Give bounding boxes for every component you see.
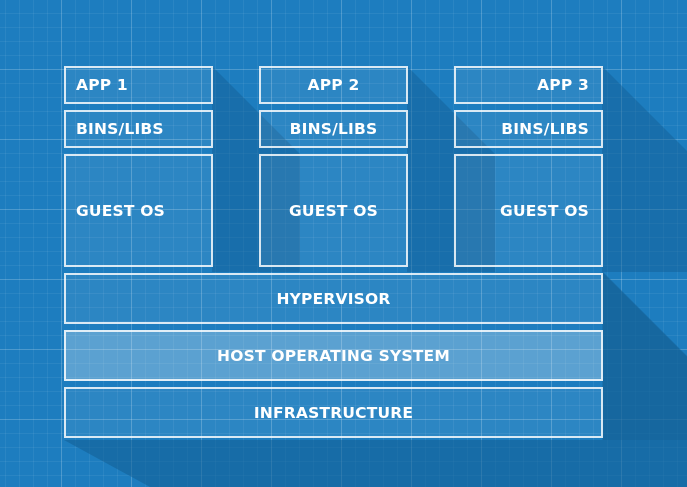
guest-os-1-label: GUEST OS (76, 201, 165, 220)
app-3-label: APP 3 (537, 76, 589, 94)
infrastructure-label: INFRASTRUCTURE (253, 403, 414, 422)
bins-libs-1-label: BINS/LIBS (76, 120, 164, 138)
guest-os-2-box: GUEST OS (259, 154, 408, 267)
guest-os-2-label: GUEST OS (289, 201, 378, 220)
bins-libs-1-box: BINS/LIBS (64, 110, 213, 148)
infrastructure-layer: INFRASTRUCTURE (64, 387, 603, 438)
host-os-label: HOST OPERATING SYSTEM (217, 346, 450, 365)
hypervisor-label: HYPERVISOR (276, 289, 391, 308)
bins-libs-2-box: BINS/LIBS (259, 110, 408, 148)
app-1-box: APP 1 (64, 66, 213, 104)
guest-os-3-box: GUEST OS (454, 154, 603, 267)
app-3-box: APP 3 (454, 66, 603, 104)
app-2-label: APP 2 (307, 76, 360, 94)
app-2-box: APP 2 (259, 66, 408, 104)
guest-os-1-box: GUEST OS (64, 154, 213, 267)
bins-libs-2-label: BINS/LIBS (289, 120, 378, 138)
bins-libs-3-label: BINS/LIBS (501, 120, 589, 138)
guest-os-3-label: GUEST OS (500, 201, 589, 220)
bins-libs-3-box: BINS/LIBS (454, 110, 603, 148)
app-1-label: APP 1 (76, 76, 128, 94)
hypervisor-layer: HYPERVISOR (64, 273, 603, 324)
host-os-layer: HOST OPERATING SYSTEM (64, 330, 603, 381)
